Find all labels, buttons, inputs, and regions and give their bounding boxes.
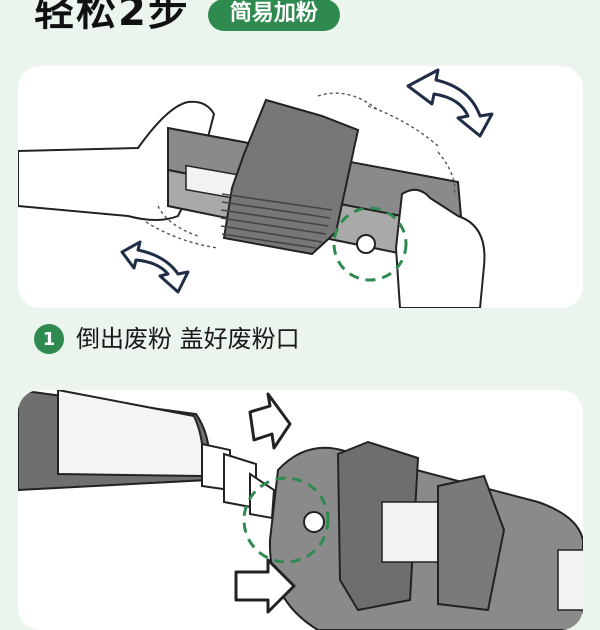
illustration-panel-refill: [18, 390, 583, 630]
left-hand-icon: [18, 100, 216, 221]
step-text: 倒出废粉 盖好废粉口: [76, 325, 300, 353]
toner-cartridge-icon: [167, 98, 464, 268]
step-number-badge: 1: [34, 324, 64, 354]
step-1: 1 倒出废粉 盖好废粉口: [34, 324, 300, 354]
toner-cartridge-icon: [268, 440, 583, 630]
pour-out-waste-toner-illustration: [18, 68, 494, 308]
illustration-panel-pour-waste: [18, 66, 583, 308]
toner-bottle-icon: [18, 390, 276, 520]
waste-port-highlight: [332, 206, 408, 282]
refill-toner-bottle-illustration: [18, 390, 583, 630]
rotate-arrow-icon: [120, 68, 494, 294]
direction-arrow-icon: [234, 392, 296, 614]
heading-title: 轻松2步: [34, 0, 190, 35]
heading-badge: 简易加粉: [207, 0, 340, 31]
right-hand-icon: [394, 188, 486, 308]
page-heading: 轻松2步 简易加粉: [34, 0, 340, 42]
refill-port-highlight: [242, 476, 330, 564]
